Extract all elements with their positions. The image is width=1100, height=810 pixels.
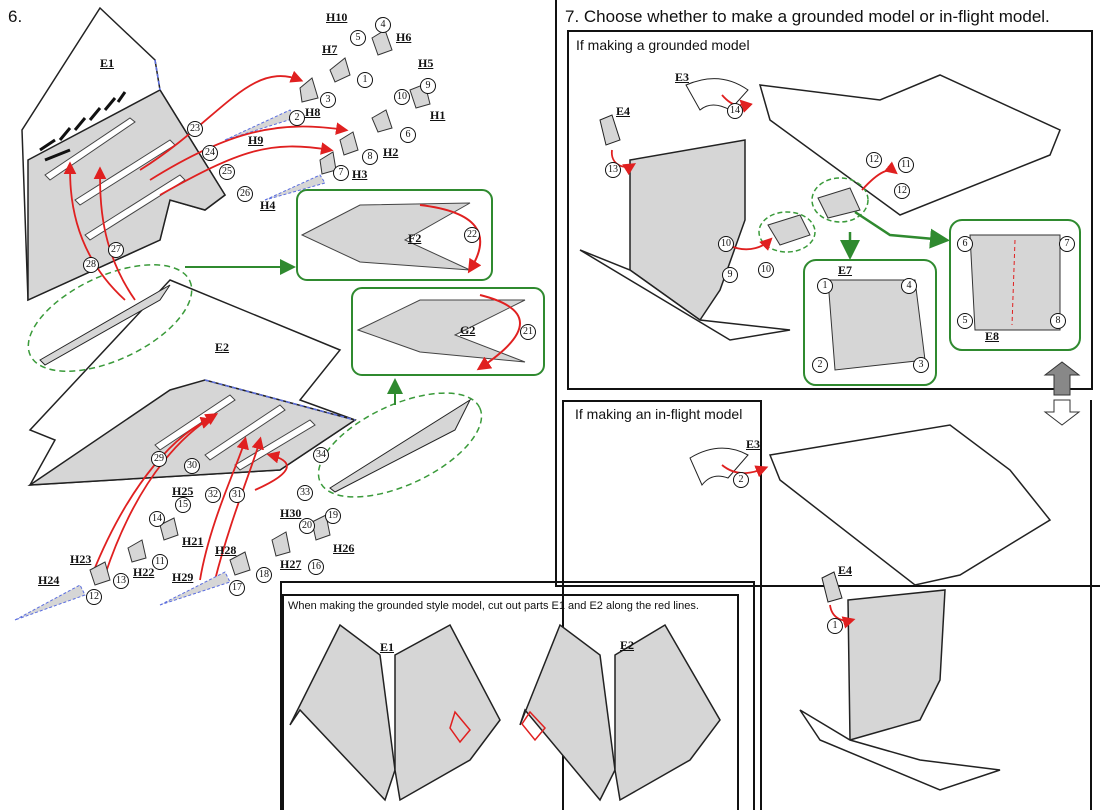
label-h23: H23 xyxy=(70,552,92,566)
callout: 17 xyxy=(229,580,245,596)
label-note-e1: E1 xyxy=(380,640,395,654)
callout: 7 xyxy=(1059,236,1075,252)
label-inflight-e3: E3 xyxy=(746,437,761,451)
step6-divider-frame xyxy=(280,581,755,810)
label-grounded-e8: E8 xyxy=(985,329,1000,343)
inflight-heading: If making an in-flight model xyxy=(575,406,743,422)
label-g2: G2 xyxy=(460,323,476,337)
callout: 24 xyxy=(202,145,218,161)
grounded-frame xyxy=(567,30,1093,390)
label-h9: H9 xyxy=(248,133,264,147)
callout: 9 xyxy=(722,267,738,283)
label-h4: H4 xyxy=(260,198,276,212)
callout: 6 xyxy=(400,127,416,143)
label-h10: H10 xyxy=(326,10,348,24)
callout: 3 xyxy=(913,357,929,373)
inflight-frame xyxy=(562,400,762,810)
callout: 29 xyxy=(151,451,167,467)
label-h24: H24 xyxy=(38,573,60,587)
label-e1: E1 xyxy=(100,56,115,70)
label-h30: H30 xyxy=(280,506,302,520)
label-grounded-e4: E4 xyxy=(616,104,631,118)
label-h22: H22 xyxy=(133,565,155,579)
inflight-frame-right xyxy=(760,400,1092,810)
callout: 8 xyxy=(1050,313,1066,329)
callout: 2 xyxy=(733,472,749,488)
callout: 1 xyxy=(827,618,843,634)
callout: 4 xyxy=(901,278,917,294)
callout: 2 xyxy=(289,110,305,126)
callout: 2 xyxy=(812,357,828,373)
label-h26: H26 xyxy=(333,541,355,555)
callout: 10 xyxy=(758,262,774,278)
callout: 5 xyxy=(350,30,366,46)
callout: 32 xyxy=(205,487,221,503)
callout: 3 xyxy=(320,92,336,108)
e2-wing xyxy=(27,279,357,486)
callout: 4 xyxy=(375,17,391,33)
callout: 1 xyxy=(357,72,373,88)
callout: 21 xyxy=(520,324,536,340)
callout: 12 xyxy=(86,589,102,605)
callout: 14 xyxy=(149,511,165,527)
label-f2: F2 xyxy=(408,231,422,245)
callout: 12 xyxy=(866,152,882,168)
callout: 10 xyxy=(718,236,734,252)
callout: 30 xyxy=(184,458,200,474)
callout: 8 xyxy=(362,149,378,165)
label-e2: E2 xyxy=(215,340,230,354)
callout: 10 xyxy=(394,89,410,105)
label-h5: H5 xyxy=(418,56,434,70)
label-h7: H7 xyxy=(322,42,338,56)
callout: 5 xyxy=(957,313,973,329)
label-h27: H27 xyxy=(280,557,302,571)
callout: 11 xyxy=(152,554,168,570)
callout: 22 xyxy=(464,227,480,243)
label-h1: H1 xyxy=(430,108,446,122)
label-h25: H25 xyxy=(172,484,194,498)
label-grounded-e3: E3 xyxy=(675,70,690,84)
callout: 25 xyxy=(219,164,235,180)
e1-wing xyxy=(21,6,226,302)
callout: 15 xyxy=(175,497,191,513)
label-h28: H28 xyxy=(215,543,237,557)
callout: 16 xyxy=(308,559,324,575)
callout: 34 xyxy=(313,447,329,463)
callout: 7 xyxy=(333,165,349,181)
callout: 13 xyxy=(113,573,129,589)
callout: 14 xyxy=(727,103,743,119)
callout: 33 xyxy=(297,485,313,501)
label-grounded-e7: E7 xyxy=(838,263,853,277)
grounded-heading: If making a grounded model xyxy=(576,37,750,53)
label-h3: H3 xyxy=(352,167,368,181)
callout: 11 xyxy=(898,157,914,173)
label-h8: H8 xyxy=(305,105,321,119)
callout: 9 xyxy=(420,78,436,94)
callout: 20 xyxy=(299,518,315,534)
callout: 31 xyxy=(229,487,245,503)
note-text: When making the grounded style model, cu… xyxy=(288,600,699,612)
callout: 27 xyxy=(108,242,124,258)
callout: 26 xyxy=(237,186,253,202)
callout: 18 xyxy=(256,567,272,583)
label-h29: H29 xyxy=(172,570,194,584)
label-h2: H2 xyxy=(383,145,399,159)
callout: 13 xyxy=(605,162,621,178)
label-inflight-e4: E4 xyxy=(838,563,853,577)
label-h6: H6 xyxy=(396,30,412,44)
note-frame xyxy=(282,594,739,810)
step6-title: 6. xyxy=(8,7,23,26)
callout: 19 xyxy=(325,508,341,524)
label-h21: H21 xyxy=(182,534,204,548)
label-note-e2: E2 xyxy=(620,638,635,652)
callout: 28 xyxy=(83,257,99,273)
callout: 6 xyxy=(957,236,973,252)
step7-title: 7. Choose whether to make a grounded mod… xyxy=(565,7,1050,26)
callout: 12 xyxy=(894,183,910,199)
callout: 1 xyxy=(817,278,833,294)
callout: 23 xyxy=(187,121,203,137)
